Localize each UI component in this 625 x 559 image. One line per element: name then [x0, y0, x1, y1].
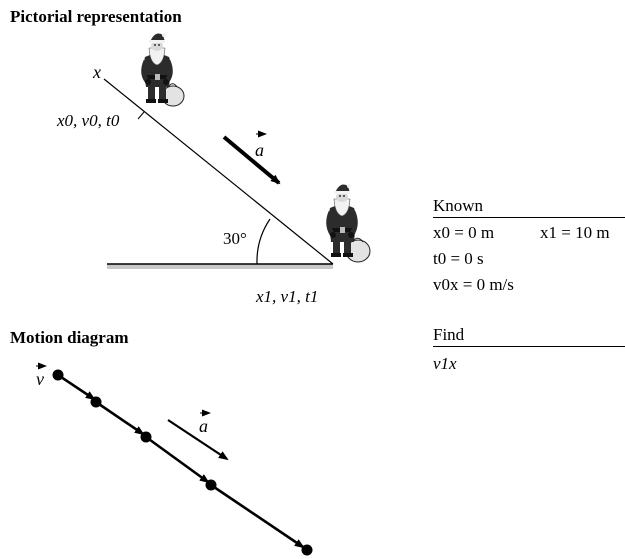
santa-top-image — [141, 33, 185, 107]
start-tick — [137, 111, 145, 120]
find-title: Find — [433, 325, 465, 344]
x-axis-label: x — [92, 62, 101, 82]
santa-bottom-image — [326, 184, 371, 263]
known-panel: Known — [433, 196, 625, 218]
find-panel: Find — [433, 325, 625, 347]
motion-dot — [90, 396, 102, 408]
find-v1x: v1x — [433, 354, 457, 373]
known-title: Known — [433, 196, 484, 215]
known-divider — [433, 217, 625, 218]
motion-dot — [140, 431, 152, 443]
pictorial-title: Pictorial representation — [10, 7, 182, 26]
ground — [107, 263, 333, 269]
motion-dot — [301, 544, 313, 556]
angle-arc — [256, 218, 271, 265]
accel-label-motion: a — [199, 416, 208, 436]
accel-arrow-pictorial — [222, 135, 281, 185]
motion-dot — [205, 479, 217, 491]
motion-diagram-title: Motion diagram — [10, 328, 129, 347]
known-x0: x0 = 0 m — [433, 223, 495, 242]
known-t0: t0 = 0 s — [433, 249, 484, 268]
known-v0x: v0x = 0 m/s — [433, 275, 514, 294]
motion-diagram — [52, 369, 313, 556]
initial-state-label: x0, v0, t0 — [56, 111, 120, 130]
motion-dot — [52, 369, 64, 381]
known-x1: x1 = 10 m — [540, 223, 610, 242]
incline-slope — [103, 78, 334, 265]
angle-label: 30° — [223, 229, 247, 248]
accel-label-pictorial: a — [255, 140, 264, 160]
velocity-label: v — [36, 369, 44, 389]
find-divider — [433, 346, 625, 347]
final-state-label: x1, v1, t1 — [255, 287, 318, 306]
accel-arrow-motion — [167, 419, 229, 461]
